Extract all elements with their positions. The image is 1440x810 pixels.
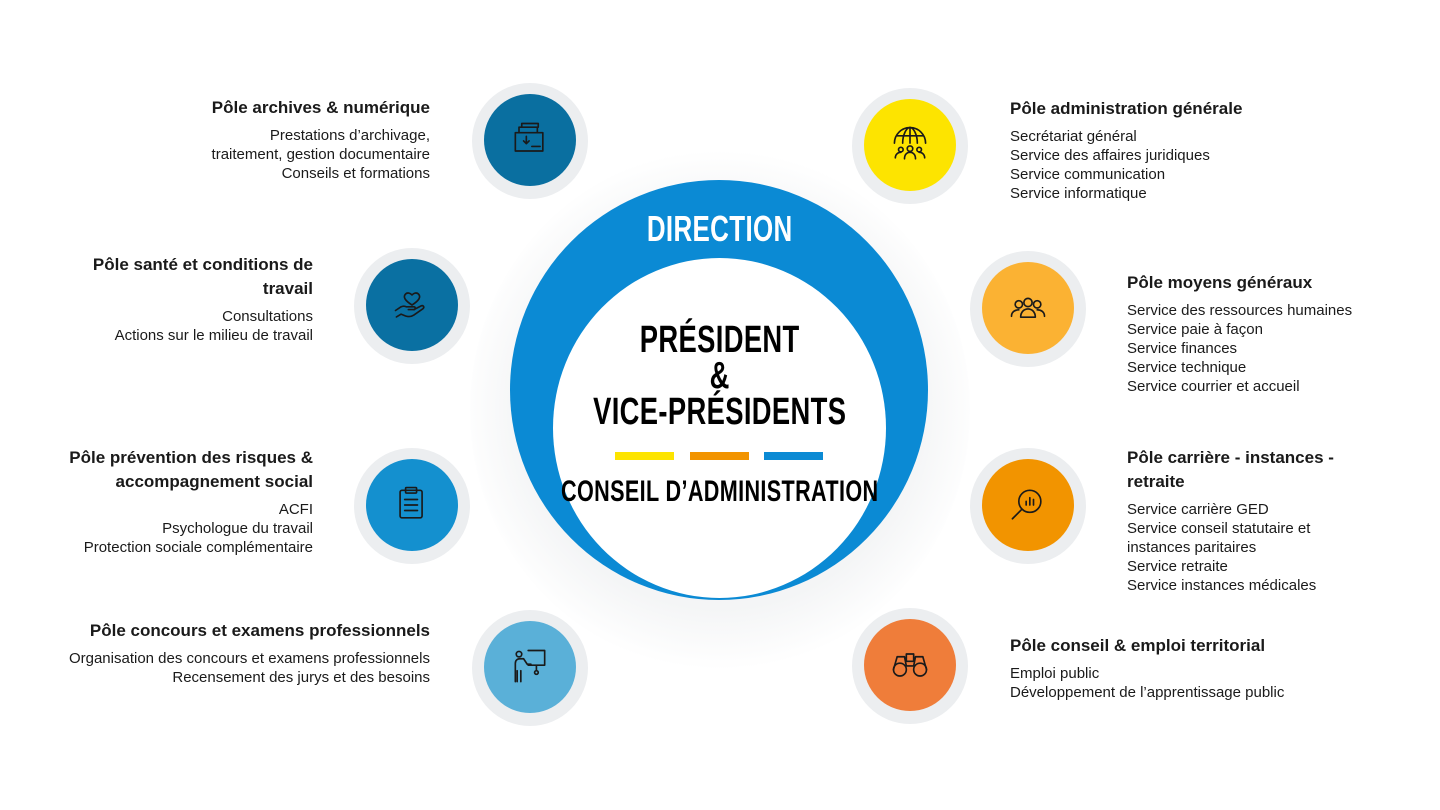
pole-service: Service des affaires juridiques [1010,147,1210,164]
pole-service: Service communication [1010,166,1166,183]
folder-icon [484,94,576,186]
pole-service: Service technique [1127,359,1247,376]
pole-badge [852,88,968,204]
pole-service: Service retraite [1127,558,1228,575]
heart-hand-icon [366,259,458,351]
yellow-bar [615,452,674,460]
pole-service: Prestations d’archivage, [269,127,430,144]
pole-badge [970,448,1086,564]
clipboard-icon [366,459,458,551]
pole-service: Emploi public [1010,665,1100,682]
pole-title: Pôle concours et examens professionnels [89,621,430,640]
pole-service: Service instances médicales [1127,577,1317,594]
pole-service: Service des ressources humaines [1127,302,1353,319]
pole-service: Actions sur le milieu de travail [114,327,313,344]
pole-service: Développement de l’apprentissage public [1010,684,1285,701]
pole-badge [970,251,1086,367]
pole-title: Pôle prévention des risques & accompagne… [69,448,313,491]
orange-bar [690,452,749,460]
pole-title: Pôle conseil & emploi territorial [1010,636,1266,655]
pole-service: Protection sociale complémentaire [83,539,313,556]
pole-title: Pôle santé et conditions de travail [92,255,313,298]
pole-service: Consultations [222,308,313,325]
direction-label: DIRECTION [646,208,793,249]
pole-title: Pôle moyens généraux [1127,273,1313,292]
pole-title: Pôle carrière - instances - retraite [1127,448,1334,491]
pole-service: Service finances [1127,340,1238,357]
pole-title: Pôle administration générale [1010,99,1243,118]
globe-people-icon [864,99,956,191]
pole-service: Service conseil statutaire et instances … [1127,520,1311,556]
pole-service: Secrétariat général [1010,128,1137,145]
pole-service: Service carrière GED [1127,501,1269,518]
pole-service: Conseils et formations [281,165,430,182]
pole-service: Service paie à façon [1127,321,1263,338]
pole-badge [852,608,968,724]
pole-service: ACFI [278,501,313,518]
pole-badge [472,610,588,726]
pole-service: Service courrier et accueil [1127,378,1300,395]
magnifier-chart-icon [982,459,1074,551]
conseil-label: CONSEIL D’ADMINISTRATION [560,475,879,508]
pole-service: Psychologue du travail [162,520,313,537]
inner-circle [553,258,886,598]
binoculars-icon [864,619,956,711]
pole-service: Service informatique [1010,185,1147,202]
pole-badge [472,83,588,199]
pole-service: Recensement des jurys et des besoins [172,669,430,686]
presenter-icon [484,621,576,713]
group-icon [982,262,1074,354]
pole-badge [354,248,470,364]
presidents-label: PRÉSIDENT&VICE-PRÉSIDENTS [593,319,847,433]
pole-service: Organisation des concours et examens pro… [68,650,430,667]
blue-bar [764,452,823,460]
pole-block: Pôle prévention des risques & accompagne… [53,446,313,557]
pole-badge [354,448,470,564]
pole-service: traitement, gestion documentaire [211,146,430,163]
pole-title: Pôle archives & numérique [211,98,430,117]
